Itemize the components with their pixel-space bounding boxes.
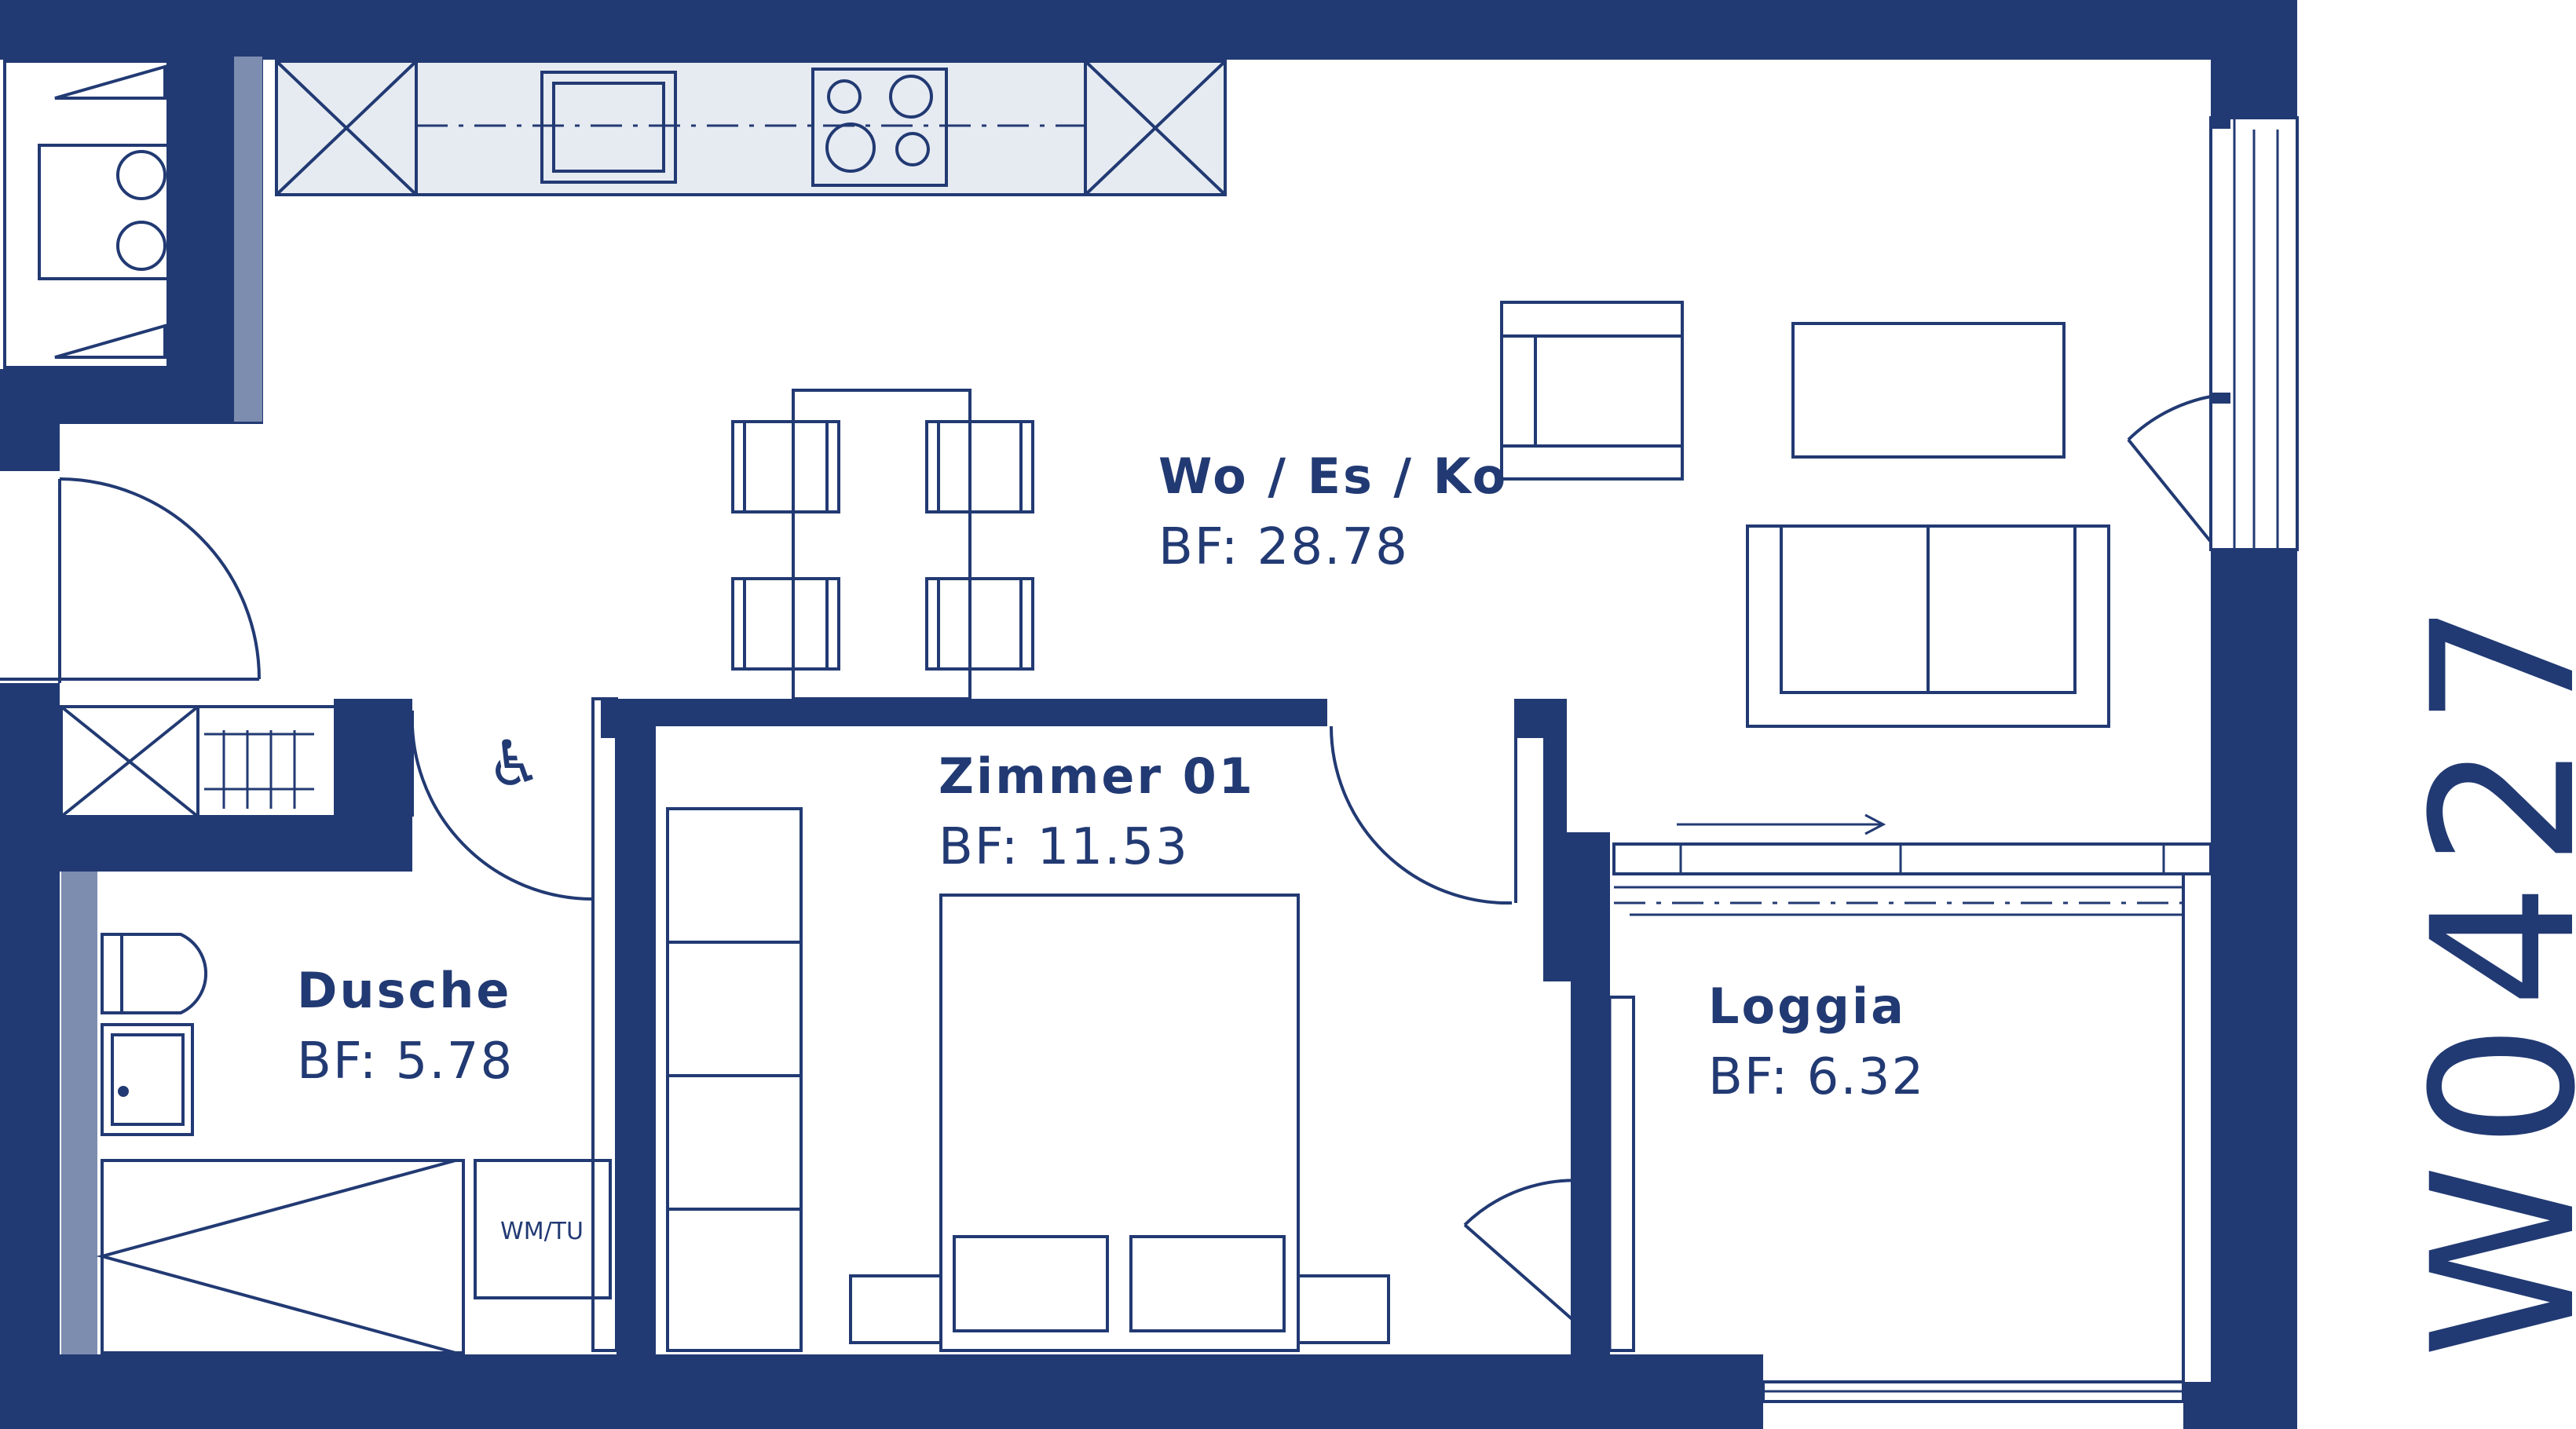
wheelchair-icon: ♿ — [486, 727, 543, 800]
room-area: BF: 5.78 — [297, 1032, 514, 1091]
bathroom-fixtures: WM/TU — [60, 705, 612, 1354]
bedroom-door — [1330, 699, 1517, 905]
room-area: BF: 11.53 — [939, 818, 1189, 876]
room-label-bathroom: Dusche BF: 5.78 — [297, 962, 514, 1091]
toilet — [101, 933, 208, 1014]
room-name: Loggia — [1708, 978, 1906, 1035]
entrance-door — [0, 477, 261, 683]
wardrobe — [666, 807, 803, 1352]
sink — [540, 71, 677, 184]
washbasin — [101, 1023, 194, 1136]
coffee-table — [1791, 322, 2066, 459]
unit-id: W0427 — [2390, 587, 2576, 1358]
room-label-bedroom: Zimmer 01 BF: 11.53 — [939, 747, 1255, 876]
room-area: BF: 28.78 — [1158, 518, 1409, 576]
living-window — [2127, 116, 2299, 551]
armchair — [1500, 301, 1684, 481]
bedroom-furniture — [666, 807, 1390, 1352]
bed — [939, 894, 1300, 1352]
bathroom-door — [410, 697, 618, 1352]
kitchen-counter — [275, 60, 1227, 196]
loggia-elements — [1463, 813, 2295, 1403]
cooktop — [811, 68, 948, 187]
living-furniture — [1500, 301, 2110, 728]
walls — [0, 0, 2297, 1429]
washer-dryer-label: WM/TU — [500, 1218, 584, 1245]
utility-cabinet — [3, 60, 170, 369]
room-label-living: Wo / Es / Ko BF: 28.78 — [1158, 448, 1508, 576]
room-name: Zimmer 01 — [939, 747, 1255, 805]
dining-table — [731, 389, 1034, 700]
room-label-loggia: Loggia BF: 6.32 — [1708, 978, 1925, 1106]
room-area: BF: 6.32 — [1708, 1048, 1925, 1106]
shower — [101, 1159, 465, 1354]
room-name: Dusche — [297, 962, 511, 1019]
room-name: Wo / Es / Ko — [1158, 448, 1508, 505]
washer-dryer — [474, 1159, 612, 1299]
